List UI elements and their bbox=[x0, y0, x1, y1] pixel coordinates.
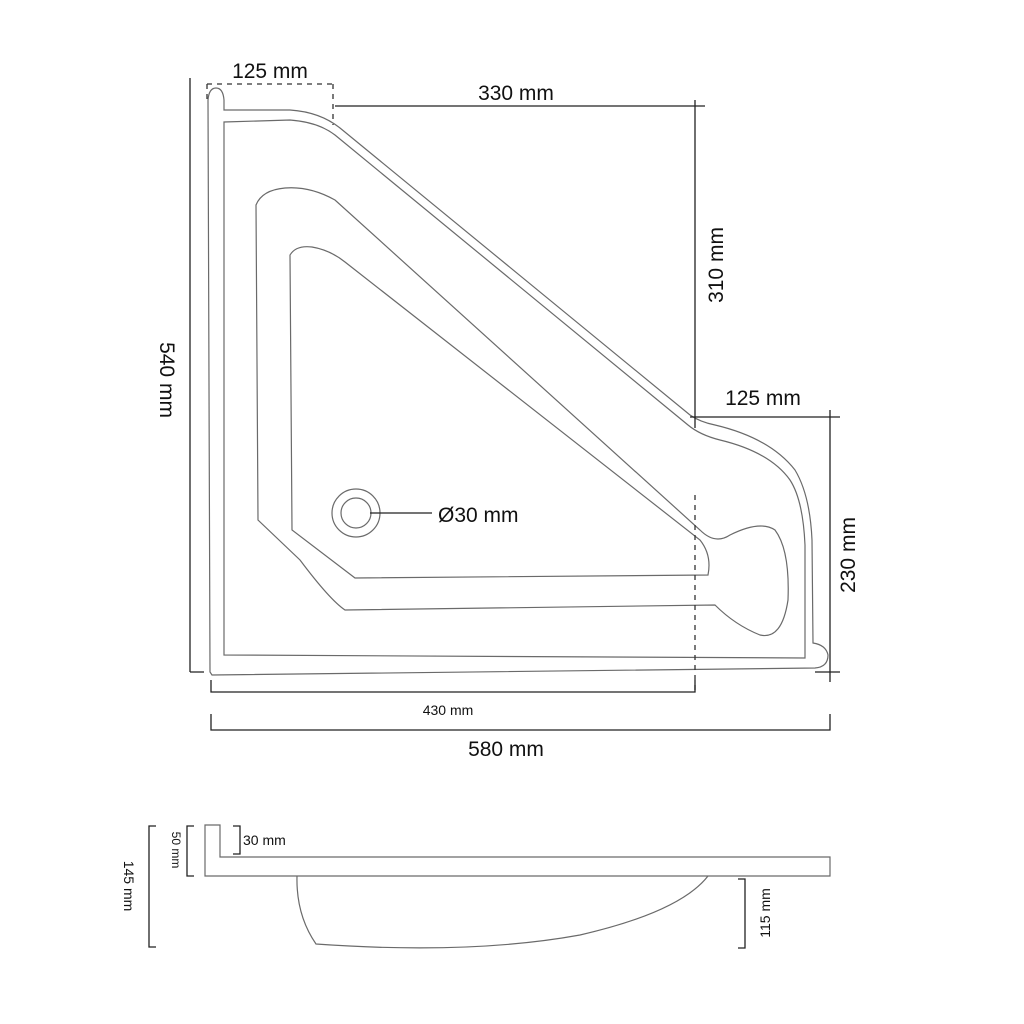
basin-bowl-inner bbox=[289, 246, 710, 579]
dim-right-lower-label: 230 mm bbox=[837, 517, 860, 593]
basin-bowl-outer bbox=[255, 187, 789, 637]
dim-145-bracket bbox=[148, 825, 156, 948]
basin-side-view bbox=[148, 824, 831, 949]
dim-50-bracket bbox=[186, 825, 194, 877]
dim-540-line bbox=[189, 78, 204, 673]
dim-top-left-label: 125 mm bbox=[232, 60, 308, 83]
dim-bowl-depth-label: 115 mm bbox=[757, 888, 773, 938]
drain-diameter-label: Ø30 mm bbox=[438, 504, 519, 527]
side-bowl bbox=[296, 875, 709, 949]
dim-bottom-inner-label: 430 mm bbox=[423, 702, 474, 718]
dim-left-height-label: 540 mm bbox=[155, 342, 178, 418]
dim-330-310-line bbox=[335, 100, 705, 428]
dimension-lines bbox=[189, 78, 840, 731]
dim-115-bracket bbox=[738, 878, 746, 949]
dim-lip-label: 30 mm bbox=[243, 832, 286, 848]
basin-rim-inner bbox=[223, 119, 806, 659]
dim-right-upper-label: 310 mm bbox=[705, 227, 728, 303]
dim-30-bracket bbox=[233, 825, 241, 855]
dim-125-230-line bbox=[690, 410, 840, 682]
dim-bottom-total-label: 580 mm bbox=[468, 738, 544, 761]
basin-outer-outline bbox=[207, 87, 829, 676]
dim-flange-height-label: 50 mm bbox=[169, 832, 183, 869]
dim-top-left-line bbox=[206, 83, 334, 125]
dim-430-line bbox=[210, 680, 696, 693]
dim-right-step-label: 125 mm bbox=[725, 387, 801, 410]
side-flange bbox=[204, 824, 831, 877]
dim-top-right-label: 330 mm bbox=[478, 82, 554, 105]
basin-top-view bbox=[207, 87, 829, 676]
dim-total-height-label: 145 mm bbox=[121, 861, 137, 912]
drain-inner bbox=[340, 497, 372, 529]
dim-580-line bbox=[210, 714, 831, 731]
